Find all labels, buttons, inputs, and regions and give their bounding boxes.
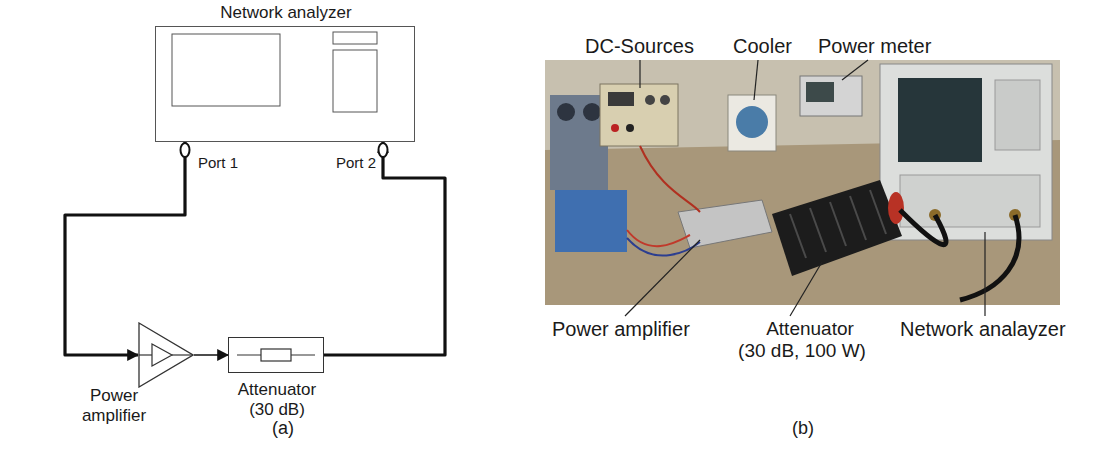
lab-photo xyxy=(627,238,700,256)
lab-photo xyxy=(545,60,1060,305)
part-label: Attenuator (30 dB, 100 W) xyxy=(735,318,869,362)
lab-photo xyxy=(583,103,601,121)
resistor-body xyxy=(261,349,291,361)
amplifier-triangle: Power amplifier xyxy=(138,322,194,388)
lab-photo xyxy=(608,92,634,106)
lab-photo xyxy=(645,95,655,105)
leader-line xyxy=(984,232,985,316)
leader-line xyxy=(790,262,822,316)
lab-photo xyxy=(627,230,690,246)
analyzer-panel xyxy=(172,34,280,106)
subfigure-label: (a) xyxy=(272,418,294,439)
lab-photo xyxy=(900,175,1040,227)
leader-line xyxy=(639,60,640,88)
lab-photo xyxy=(810,208,826,252)
lab-photo xyxy=(660,95,670,105)
lab-photo xyxy=(555,190,627,252)
port-connector xyxy=(181,143,190,157)
lab-photo xyxy=(790,190,886,258)
lab-photo xyxy=(830,202,846,246)
analyzer-panel xyxy=(172,32,377,112)
analyzer-panel xyxy=(333,50,377,112)
lab-photo xyxy=(806,82,834,102)
port-label: Port 1 xyxy=(198,154,238,171)
leader-line xyxy=(754,60,758,100)
amplifier-outline xyxy=(139,323,193,387)
lab-photo xyxy=(800,76,862,116)
attenuator-box: Attenuator (30 dB) xyxy=(228,337,324,373)
leader-line xyxy=(842,60,868,80)
lab-photo xyxy=(545,60,1060,305)
lab-photo xyxy=(888,192,904,224)
cable xyxy=(324,142,445,355)
amplifier-symbol xyxy=(138,322,194,388)
cable xyxy=(65,142,185,355)
part-label: Power meter xyxy=(818,35,931,58)
lab-photo xyxy=(678,200,772,248)
lab-photo xyxy=(898,78,982,162)
lab-photo xyxy=(995,80,1040,150)
part-label: DC-Sources xyxy=(585,35,694,58)
leader-line xyxy=(625,60,985,316)
resistor-symbol xyxy=(229,338,323,372)
node-label: Network analyzer xyxy=(156,3,416,23)
part-label: Power amplifier xyxy=(552,318,690,341)
subfigure-label: (b) xyxy=(792,418,814,439)
port-connector xyxy=(379,143,388,157)
analyzer-box: Network analyzer xyxy=(155,26,415,142)
amplifier-lead xyxy=(139,354,152,355)
node-label: Attenuator (30 dB) xyxy=(232,380,322,419)
lab-photo xyxy=(550,95,608,190)
node-label: Power amplifier xyxy=(74,386,154,425)
lab-photo xyxy=(600,84,678,146)
lab-photo xyxy=(640,146,700,212)
lab-photo xyxy=(900,210,946,245)
lab-photo xyxy=(557,103,575,121)
amplifier-inner xyxy=(152,344,172,366)
part-label: Network analayzer xyxy=(900,318,1066,341)
lab-photo xyxy=(960,215,1019,300)
lab-photo xyxy=(728,95,776,151)
port-label: Port 2 xyxy=(336,154,376,171)
analyzer-panel xyxy=(333,32,377,44)
leader-line xyxy=(625,240,700,316)
lab-photo xyxy=(790,214,806,258)
amplifier-lead xyxy=(172,354,193,355)
lab-photo xyxy=(870,190,886,234)
signal-arrow xyxy=(194,354,228,355)
part-label: Cooler xyxy=(733,35,792,58)
lab-photo xyxy=(736,106,768,138)
lab-photo xyxy=(850,196,866,240)
lab-photo xyxy=(611,124,619,132)
lab-photo xyxy=(626,124,634,132)
lab-photo xyxy=(772,180,902,276)
